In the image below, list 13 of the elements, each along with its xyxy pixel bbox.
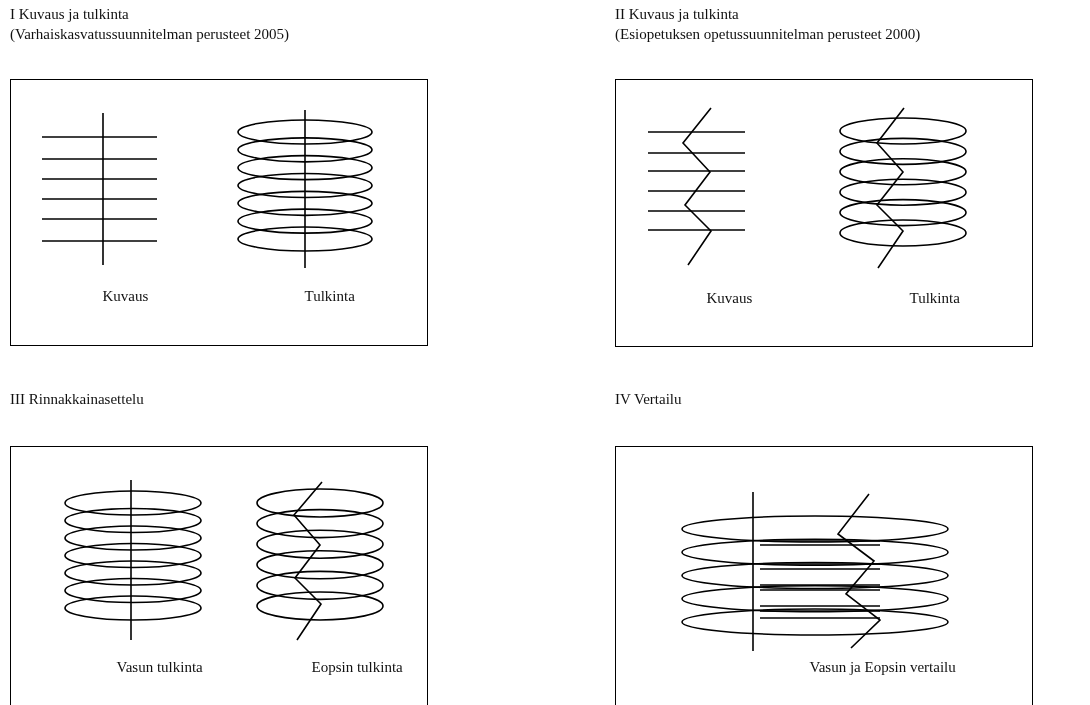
figure-caption: Eopsin tulkinta <box>311 657 403 676</box>
figure-caption: Tulkinta <box>909 288 960 307</box>
figure-caption: Kuvaus <box>102 286 149 305</box>
panel-subheading: (Esiopetuksen opetussuunnitelman perusteet 2000) <box>615 25 921 43</box>
figure-caption: Vasun tulkinta <box>116 657 203 676</box>
figure-caption: Vasun ja Eopsin vertailu <box>809 657 956 676</box>
figure-caption: Kuvaus <box>706 288 753 307</box>
panel-heading: III Rinnakkainasettelu <box>10 390 144 408</box>
panel-heading: IV Vertailu <box>615 390 682 408</box>
panel-heading: II Kuvaus ja tulkinta <box>615 5 739 23</box>
panel-heading: I Kuvaus ja tulkinta <box>10 5 129 23</box>
panel-subheading: (Varhaiskasvatussuunnitelman perusteet 2005) <box>10 25 290 43</box>
figure-caption: Tulkinta <box>304 286 355 305</box>
